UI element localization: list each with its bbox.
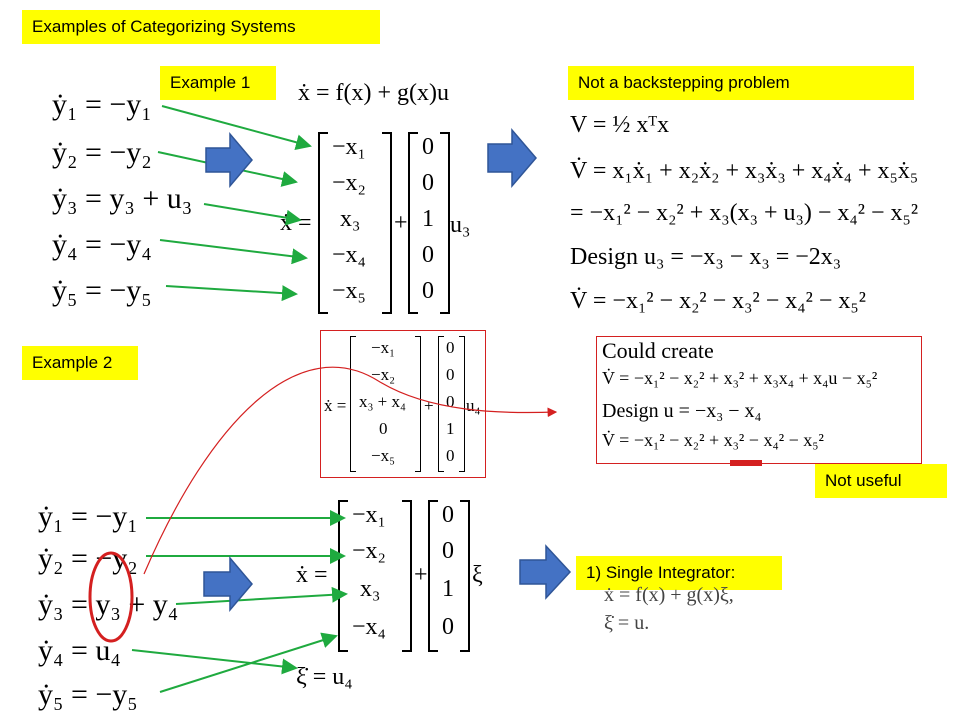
ex1-arrow-5	[165, 285, 298, 302]
ex1-input-1: 0	[422, 134, 434, 160]
ex2-small-state-4: 0	[379, 419, 388, 438]
single-integrator-line-1: ẋ = f(x) + g(x)ξ,	[604, 584, 734, 606]
ex2-small-plus: +	[424, 396, 434, 415]
ex2-state-1: −x₁	[352, 502, 386, 528]
lyapunov-line-1: V = ½ xᵀx	[570, 112, 670, 138]
ex2-small-state-5: −x₅	[371, 446, 396, 465]
ex2-small-input-5: 0	[446, 446, 455, 465]
ex1-arrow-3	[203, 203, 302, 226]
ex1-block-arrow-right	[487, 127, 537, 189]
ex2-small-state-3: x₃ + x₄	[359, 392, 406, 411]
ex2-input-4: 0	[442, 614, 454, 640]
ex2-state-4: −x₄	[352, 614, 386, 640]
ex1-input-5: 0	[422, 278, 434, 304]
ex2-matrix-lhs: ẋ =	[296, 562, 328, 588]
page-title: Examples of Categorizing Systems	[22, 10, 380, 44]
example2-label: Example 2	[22, 346, 138, 380]
ex2-small-input-1: 0	[446, 338, 455, 357]
ex1-block-arrow-left	[205, 131, 253, 189]
ex1-state-3: x₃	[340, 206, 361, 232]
ex2-state-3: x₃	[360, 576, 381, 602]
ex2-small-lhs: ẋ =	[324, 396, 347, 415]
ex1-arrow-1	[161, 105, 312, 151]
red-underline-mark	[730, 460, 762, 466]
not-backstepping-label: Not a backstepping problem	[568, 66, 914, 100]
lyapunov-line-3: = −x₁² − x₂² + x₃(x₃ + u₃) − x₄² − x₅²	[570, 200, 919, 226]
ex1-arrow-4	[159, 239, 308, 265]
ex1-input-symbol: u₃	[450, 212, 471, 238]
ex2-arrow-5	[159, 632, 338, 693]
red-circle-highlight	[88, 551, 134, 643]
ex2-matrix: ẋ = −x₁ −x₂ x₃ −x₄ + 0 0 1 0 ξ	[296, 496, 492, 652]
ex1-eq-1: ẏ₁ = −y₁	[52, 88, 152, 121]
ex2-block-arrow-left	[203, 555, 253, 613]
single-integrator-line-2: ξ̇ = u.	[604, 612, 650, 634]
ex2-small-matrix-box	[320, 330, 486, 478]
ex1-state-1: −x₁	[332, 134, 366, 160]
ex2-arrow-4	[131, 649, 298, 675]
could-create-line-1: Could create	[602, 338, 714, 363]
ex2-small-state-2: −x₂	[371, 365, 396, 384]
ex2-input-2: 0	[442, 538, 454, 564]
lyapunov-line-4: Design u₃ = −x₃ − x₃ = −2x₃	[570, 244, 842, 270]
ex2-eq-5: ẏ₅ = −y₅	[38, 678, 138, 711]
red-curve-arrow	[143, 366, 558, 575]
ex2-small-input-3: 0	[446, 392, 455, 411]
ex1-eq-3: ẏ₃ = y₃ + u₃	[52, 182, 193, 215]
ex2-input-symbol: ξ	[472, 562, 483, 588]
ex2-plus: +	[414, 562, 428, 588]
ex2-state-2: −x₂	[352, 538, 386, 564]
ex2-small-state-1: −x₁	[371, 338, 396, 357]
could-create-line-2: V̇ = −x₁² − x₂² + x₃² + x₃x₄ + x₄u − x₅²	[602, 368, 878, 388]
ex2-block-arrow-right	[519, 544, 572, 600]
ex1-state-4: −x₄	[332, 242, 366, 268]
ex1-plus: +	[394, 210, 408, 236]
ex2-eq-3: ẏ₃ = y₃ + y₄	[38, 588, 179, 621]
ex1-input-4: 0	[422, 242, 434, 268]
system-form-eq: ẋ = f(x) + g(x)u	[298, 80, 450, 106]
ex2-input-3: 1	[442, 576, 454, 602]
ex1-input-3: 1	[422, 206, 434, 232]
ex2-input-1: 0	[442, 502, 454, 528]
could-create-line-4: V̇ = −x₁² − x₂² + x₃² − x₄² − x₅²	[602, 430, 824, 450]
example1-label: Example 1	[160, 66, 276, 100]
ex2-small-input-4: 1	[446, 419, 455, 438]
could-create-line-3: Design u = −x₃ − x₄	[602, 400, 762, 422]
ex1-eq-5: ẏ₅ = −y₅	[52, 274, 152, 307]
ex1-state-5: −x₅	[332, 278, 366, 304]
ex1-eq-4: ẏ₄ = −y₄	[52, 228, 152, 261]
ex1-eq-2: ẏ₂ = −y₂	[52, 136, 152, 169]
not-useful-label: Not useful	[815, 464, 947, 498]
xi-dynamics-eq: ξ̇ = u₄	[296, 664, 353, 690]
lyapunov-line-5: V̇ = −x₁² − x₂² − x₃² − x₄² − x₅²	[570, 288, 866, 314]
ex2-small-matrix: ẋ = −x₁ −x₂ x₃ + x₄ 0 −x₅ + 0 0 0 1 0 u₄	[324, 334, 484, 474]
ex2-eq-1: ẏ₁ = −y₁	[38, 500, 138, 533]
lyapunov-line-2: V̇ = x₁ẋ₁ + x₂ẋ₂ + x₃ẋ₃ + x₄ẋ₄ + x₅ẋ₅	[570, 158, 919, 184]
ex2-small-input-2: 0	[446, 365, 455, 384]
ex1-matrix: ẋ = −x₁ −x₂ x₃ −x₄ −x₅ + 0 0 1 0 0 u₃	[280, 128, 480, 314]
single-integrator-label: 1) Single Integrator:	[576, 556, 782, 590]
ex1-state-2: −x₂	[332, 170, 366, 196]
ex2-arrow-3	[175, 586, 348, 605]
ex1-input-2: 0	[422, 170, 434, 196]
